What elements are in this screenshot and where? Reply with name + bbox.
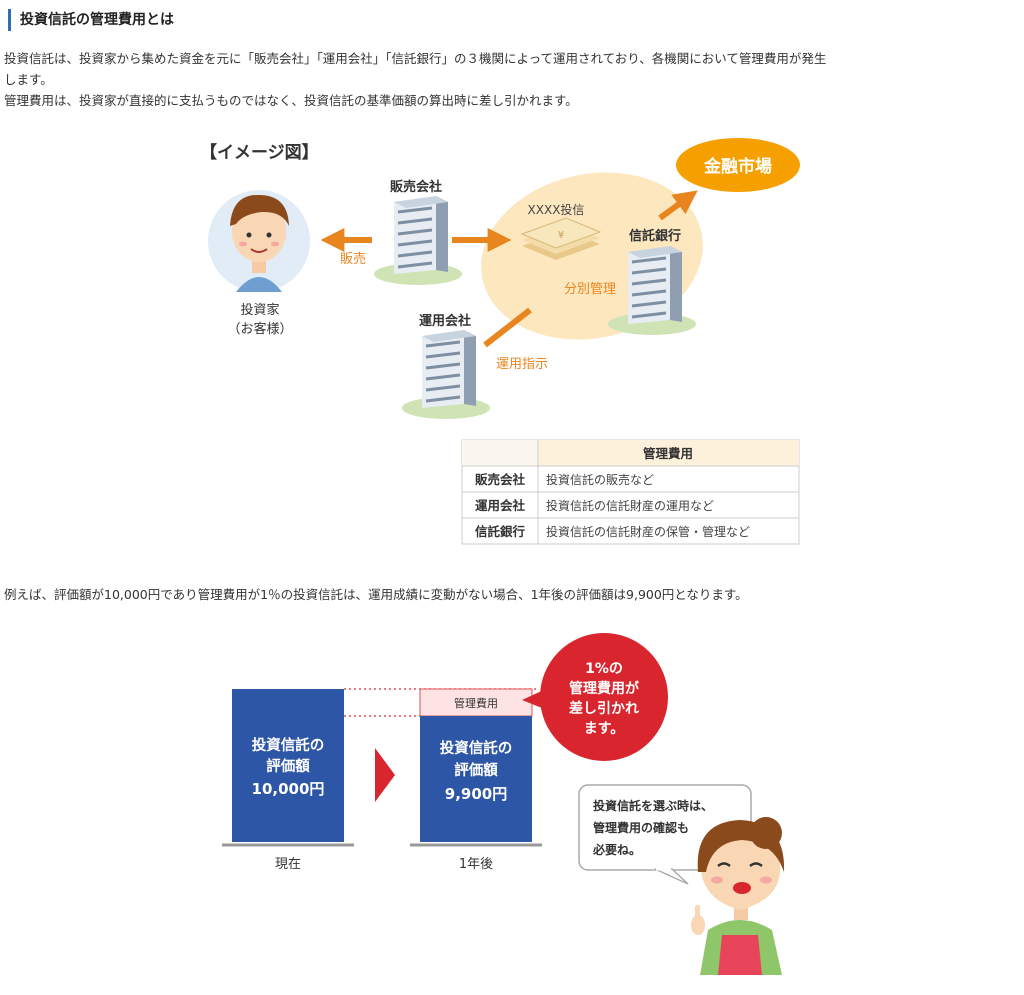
fee-table-row-fee: 投資信託の販売など: [546, 472, 654, 487]
transition-arrow-icon: [375, 748, 395, 802]
intro-line-3: 管理費用は、投資家が直接的に支払うものではなく、投資信託の基準価額の算出時に差し…: [4, 93, 578, 108]
after-bar-line1: 投資信託の: [440, 739, 513, 757]
bubble-line2: 管理費用が: [569, 680, 640, 697]
investor-sublabel: （お客様）: [227, 321, 292, 337]
current-value-bar: [232, 689, 344, 842]
bubble-line3: 差し引かれ: [569, 700, 639, 717]
after-bar-value: 9,900円: [445, 785, 507, 803]
sales-company-label: 販売会社: [390, 179, 442, 195]
sales-company-building-icon: [372, 194, 464, 287]
fee-deducted-bubble: [522, 633, 668, 761]
fee-band-label: 管理費用: [454, 696, 498, 710]
financial-market-label: 金融市場: [703, 156, 772, 177]
example-paragraph: 例えば、評価額が10,000円であり管理費用が1％の投資信託は、運用成績に変動が…: [4, 584, 994, 605]
fee-table-row-fee: 投資信託の信託財産の保管・管理など: [546, 524, 750, 539]
fee-table-row-name: 信託銀行: [475, 524, 526, 539]
fee-table-header-cell: [538, 440, 799, 466]
bubble-line4: ます。: [584, 721, 625, 737]
fee-table: 管理費用 販売会社 投資信託の販売など 運用会社 投資信託の信託財産の運用など …: [461, 439, 800, 545]
section-heading: 投資信託の管理費用とは: [8, 9, 174, 31]
instruction-label: 運用指示: [496, 357, 548, 372]
fee-table-header: 管理費用: [643, 446, 693, 461]
example-text: 例えば、評価額が10,000円であり管理費用が1％の投資信託は、運用成績に変動が…: [4, 587, 748, 602]
current-bar-value: 10,000円: [252, 780, 325, 798]
current-bar-line2: 評価額: [266, 757, 310, 775]
trust-bank-label: 信託銀行: [629, 228, 681, 244]
speech-line2: 管理費用の確認も: [593, 820, 689, 835]
bubble-line1: 1%の: [585, 661, 623, 677]
fee-table-row-name: 運用会社: [475, 498, 526, 513]
svg-text:¥: ¥: [558, 230, 564, 241]
fund-label: XXXX投信: [528, 202, 585, 217]
current-caption: 現在: [275, 857, 301, 872]
diagram-title: 【イメージ図】: [200, 142, 319, 163]
after-caption: 1年後: [459, 857, 493, 872]
asset-manager-building-icon: [400, 328, 492, 421]
fund-documents-icon: ¥: [520, 217, 602, 260]
segregation-label: 分別管理: [564, 282, 616, 297]
intro-line-2: します。: [4, 72, 53, 87]
fee-table-row-name: 販売会社: [475, 472, 526, 487]
asset-manager-label: 運用会社: [419, 313, 471, 329]
instruction-arrow: [483, 307, 532, 348]
sales-arrow-label: 販売: [340, 251, 366, 267]
speech-line1: 投資信託を選ぶ時は、: [593, 798, 713, 813]
intro-paragraph: 投資信託は、投資家から集めた資金を元に「販売会社」「運用会社」「信託銀行」の３機…: [4, 48, 994, 111]
after-value-bar: [420, 716, 532, 842]
financial-market-badge: [676, 138, 800, 192]
investor-label: 投資家: [240, 302, 279, 318]
current-bar-line1: 投資信託の: [252, 736, 325, 754]
speech-line3: 必要ね。: [592, 842, 641, 857]
market-arrow: [658, 190, 698, 221]
fee-table-row-fee: 投資信託の信託財産の運用など: [546, 498, 714, 513]
intro-line-1: 投資信託は、投資家から集めた資金を元に「販売会社」「運用会社」「信託銀行」の３機…: [4, 51, 827, 66]
advisor-woman-icon: [691, 817, 785, 975]
investor-avatar: [208, 190, 310, 292]
after-bar-line2: 評価額: [454, 761, 498, 779]
